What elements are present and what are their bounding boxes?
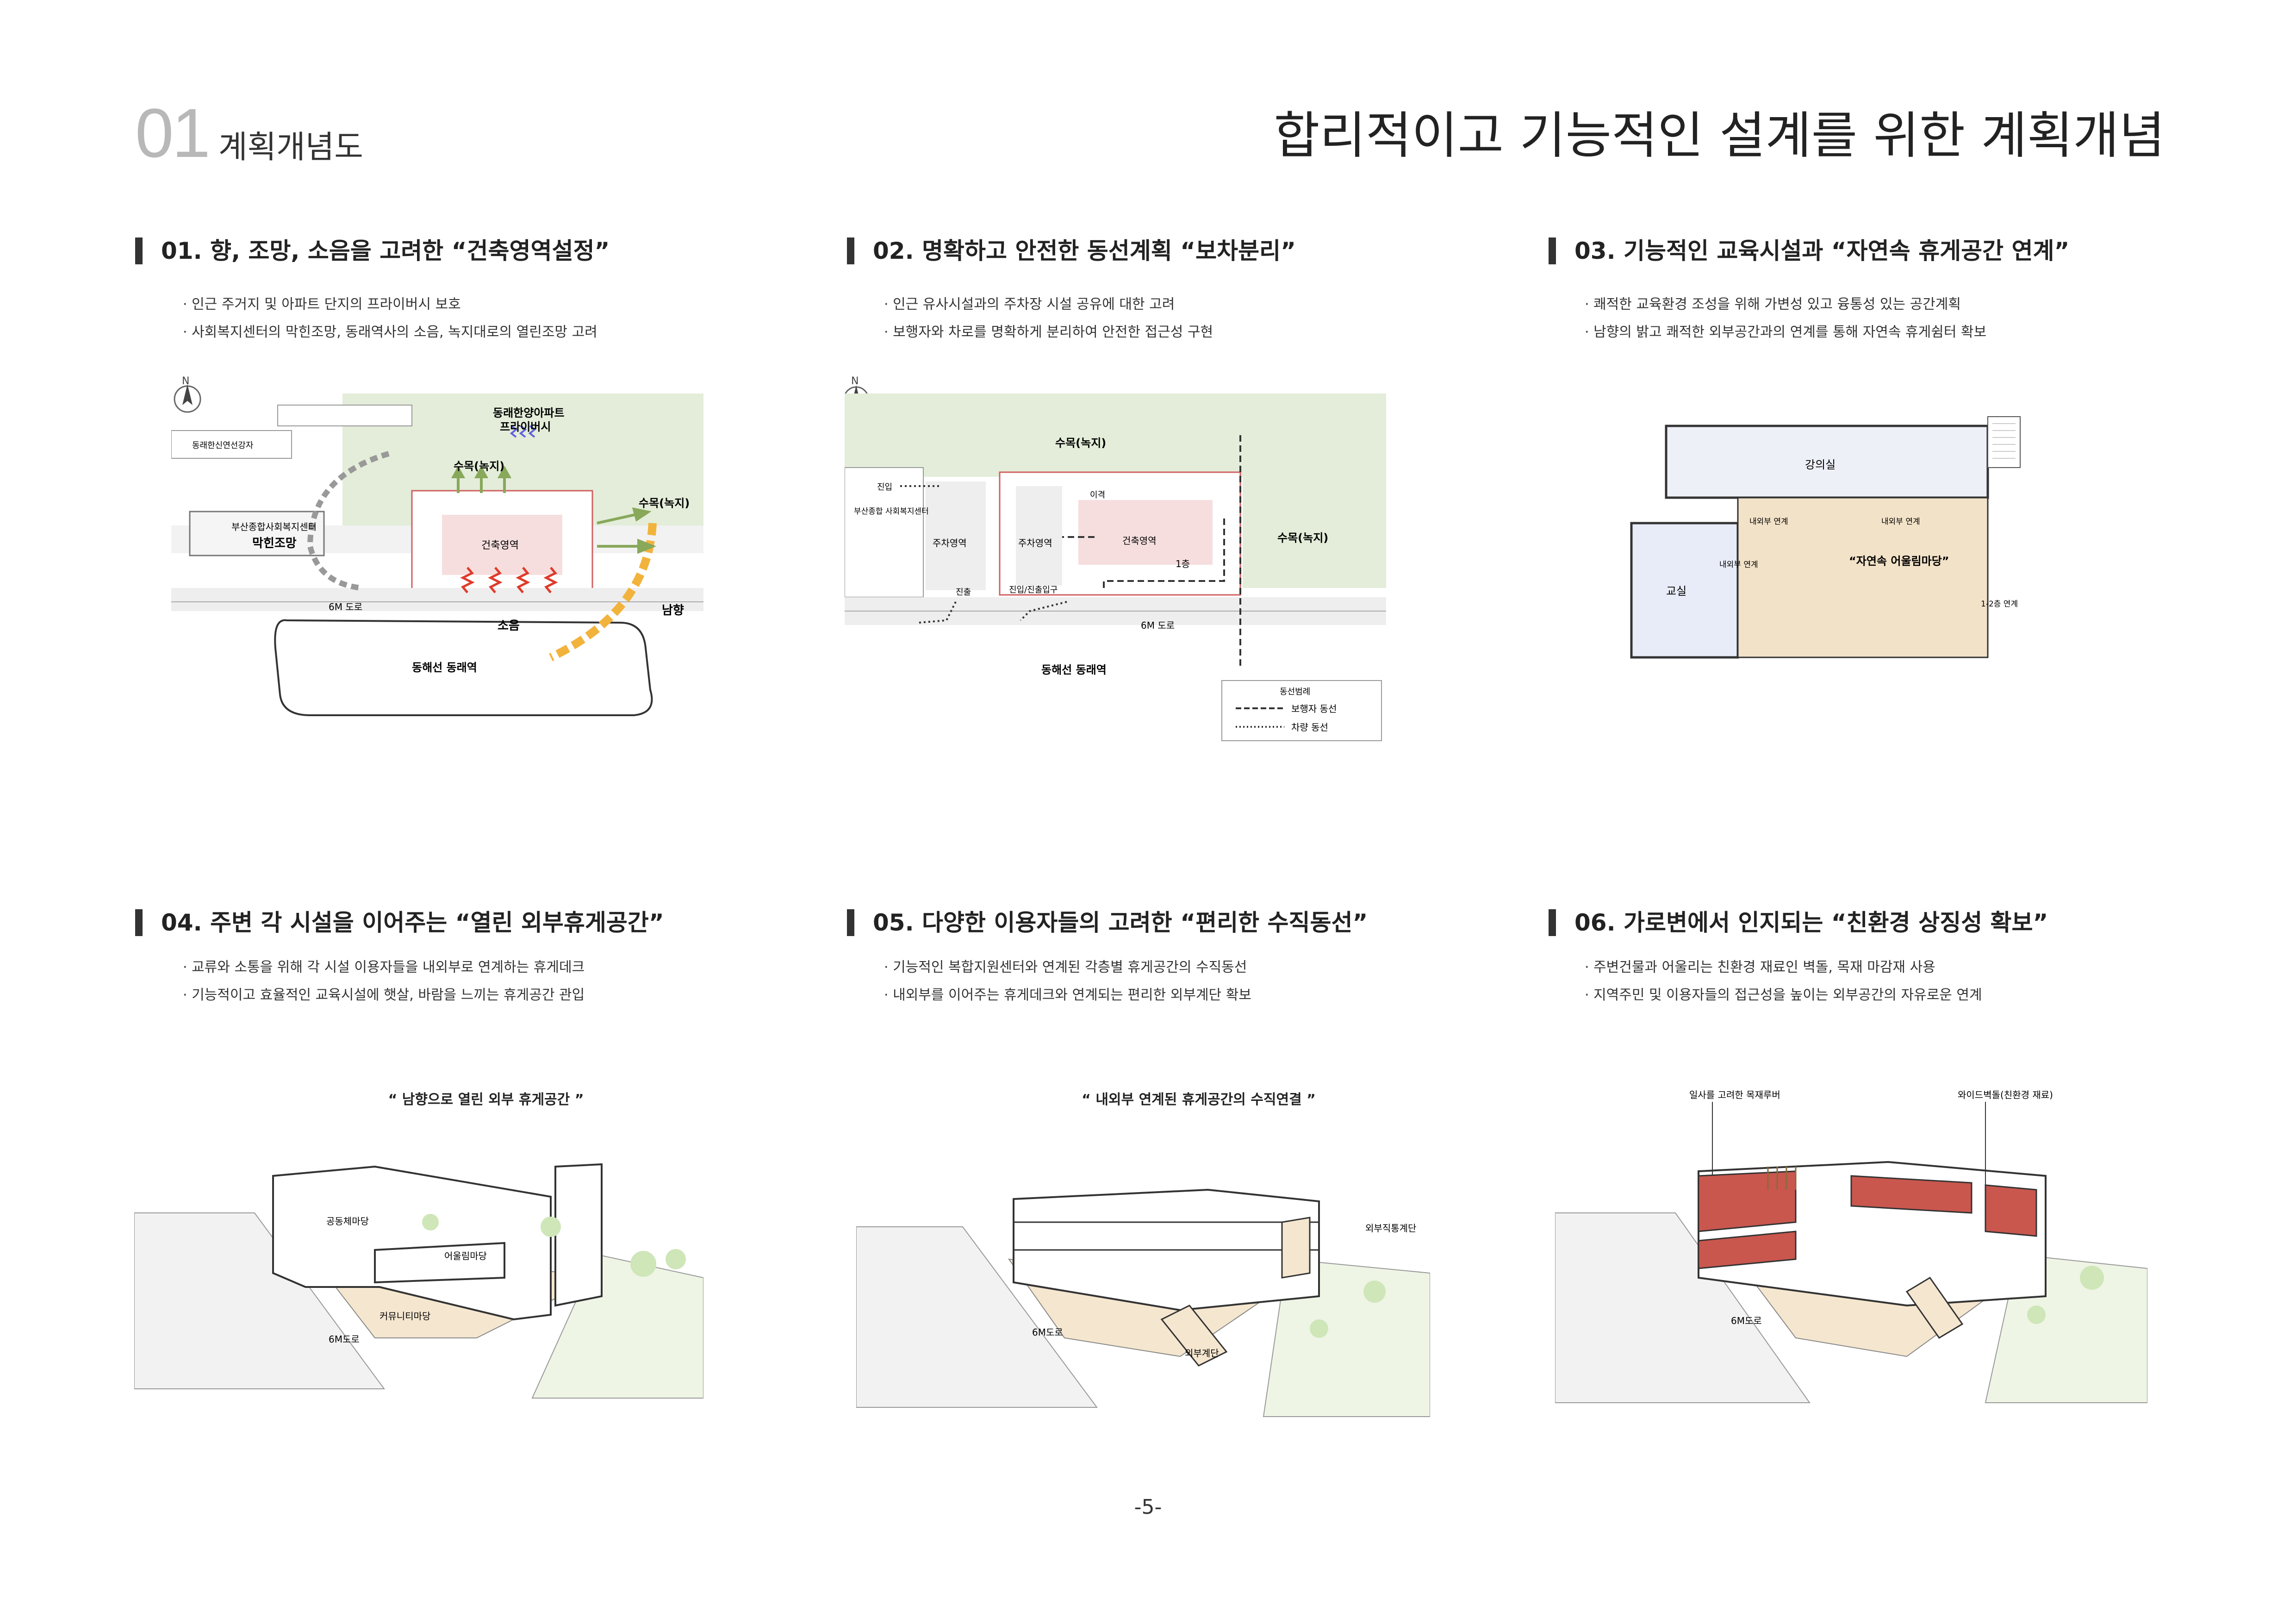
parking-1-label: 주차영역 <box>933 537 967 549</box>
zoning-diagram: N 동래한양아파트 프라이버시 동래한신연선강 <box>171 370 703 745</box>
road-label: 6M도로 <box>1731 1315 1762 1326</box>
green-right-label: 수목(녹지) <box>1277 531 1328 544</box>
circulation-diagram: N 동선범례 보행자 동선 차량 동선 수목(녹지) 수목(녹지) 진입 부산종… <box>845 370 1386 745</box>
green-right-label: 수목(녹지) <box>639 497 690 510</box>
bullet: 기능적이고 효율적인 교육시설에 햇살, 바람을 느끼는 휴게공간 관입 <box>183 981 585 1009</box>
building-zone-label: 건축영역 <box>1122 535 1157 546</box>
station-label: 동해선 동래역 <box>1041 663 1107 676</box>
eco-facade-axonometric: 일사를 고려한 목재루버 와이드벽돌(친환경 재료) 6M도로 <box>1555 1083 2147 1407</box>
bullet: 주변건물과 어울리는 친환경 재료인 벽돌, 목재 마감재 사용 <box>1585 954 1982 981</box>
floors-link-label: 1-2층 연계 <box>1981 600 2018 609</box>
road-label: 6M도로 <box>1032 1327 1063 1338</box>
section-5-title: 05. 다양한 이용자들의 고려한 “편리한 수직동선” <box>847 909 1368 936</box>
building-zone-label: 건축영역 <box>481 540 519 551</box>
bullet: 보행자와 차로를 명확하게 분리하여 안전한 접근성 구현 <box>884 319 1213 346</box>
road-label: 6M 도로 <box>329 601 362 612</box>
entry-label: 진입 <box>877 482 892 492</box>
welfare-label: 부산종합 사회복지센터 <box>854 507 929 516</box>
section-6-bullets: 주변건물과 어울리는 친환경 재료인 벽돌, 목재 마감재 사용 지역주민 및 … <box>1585 954 1982 1009</box>
parking-2-label: 주차영역 <box>1018 537 1052 549</box>
yard-label: “자연속 어울림마당” <box>1849 555 1949 568</box>
svg-text:N: N <box>851 375 859 387</box>
bullet: 기능적인 복합지원센터와 연계된 각층별 휴게공간의 수직동선 <box>884 954 1251 981</box>
south-label: 남향 <box>662 604 684 618</box>
vertical-circulation-axonometric: 외부직통계단 외부계단 6M도로 <box>856 1120 1430 1421</box>
vertical-stair-label: 외부직통계단 <box>1365 1223 1416 1234</box>
link-1-label: 내외부 연계 <box>1749 517 1788 526</box>
entrance-label: 진입/진출입구 <box>1009 585 1058 595</box>
floor-label: 1층 <box>1176 558 1190 569</box>
section-3-bullets: 쾌적한 교육환경 조성을 위해 가변성 있고 융통성 있는 공간계획 남향의 밝… <box>1585 291 1986 346</box>
section-2-title: 02. 명확하고 안전한 동선계획 “보차분리” <box>847 237 1296 264</box>
bullet: 남향의 밝고 쾌적한 외부공간과의 연계를 통해 자연속 휴게쉼터 확보 <box>1585 319 1986 346</box>
green-top-label: 수목(녹지) <box>1055 437 1106 450</box>
legend-vehicle: 차량 동선 <box>1291 722 1328 733</box>
bullet: 내외부를 이어주는 휴게데크와 연계되는 편리한 외부계단 확보 <box>884 981 1251 1009</box>
privacy-label: 프라이버시 <box>500 420 551 433</box>
church-label: 동래한신연선강자 <box>192 441 254 450</box>
floor-plan-diagram: 강의실 내외부 연계 내외부 연계 내외부 연계 교실 “자연속 어울림마당” … <box>1629 403 2036 662</box>
section-4-title: 04. 주변 각 시설을 이어주는 “열린 외부휴게공간” <box>135 909 664 936</box>
section-2-bullets: 인근 유사시설과의 주차장 시설 공유에 대한 고려 보행자와 차로를 명확하게… <box>884 291 1213 346</box>
commons-yard-label: 커뮤니티마당 <box>380 1311 430 1322</box>
classroom-label: 교실 <box>1666 585 1686 598</box>
bullet: 인근 주거지 및 아파트 단지의 프라이버시 보호 <box>183 291 597 319</box>
bullet: 지역주민 및 이용자들의 접근성을 높이는 외부공간의 자유로운 연계 <box>1585 981 1982 1009</box>
legend-pedestrian: 보행자 동선 <box>1291 703 1337 714</box>
brick-label: 와이드벽돌(친환경 재료) <box>1958 1089 2053 1100</box>
link-3-label: 내외부 연계 <box>1719 560 1758 569</box>
green-top-label: 수목(녹지) <box>454 460 504 473</box>
section-4-bullets: 교류와 소통을 위해 각 시설 이용자들을 내외부로 연계하는 휴게데크 기능적… <box>183 954 585 1009</box>
page-title: 합리적이고 기능적인 설계를 위한 계획개념 <box>1274 107 2165 165</box>
noise-label: 소음 <box>498 619 520 633</box>
bullet: 교류와 소통을 위해 각 시설 이용자들을 내외부로 연계하는 휴게데크 <box>183 954 585 981</box>
bullet: 사회복지센터의 막힌조망, 동래역사의 소음, 녹지대로의 열린조망 고려 <box>183 319 597 346</box>
gathering-yard-label: 어울림마당 <box>444 1250 487 1262</box>
road-label: 6M도로 <box>329 1334 360 1345</box>
link-2-label: 내외부 연계 <box>1881 517 1920 526</box>
section-1-title: 01. 향, 조망, 소음을 고려한 “건축영역설정” <box>135 237 610 264</box>
page-number: -5- <box>1134 1495 1162 1519</box>
section-number: 01 <box>135 94 211 172</box>
road-label: 6M 도로 <box>1141 620 1175 631</box>
bullet: 쾌적한 교육환경 조성을 위해 가변성 있고 융통성 있는 공간계획 <box>1585 291 1986 319</box>
apt-label: 동래한양아파트 <box>493 406 565 419</box>
north-icon: N <box>174 375 201 413</box>
section-1-bullets: 인근 주거지 및 아파트 단지의 프라이버시 보호 사회복지센터의 막힌조망, … <box>183 291 597 346</box>
exterior-stair-label: 외부계단 <box>1185 1348 1219 1359</box>
svg-text:N: N <box>182 375 189 387</box>
section-subtitle: 계획개념도 <box>218 129 363 166</box>
section-3-title: 03. 기능적인 교육시설과 “자연속 휴게공간 연계” <box>1549 237 2069 264</box>
section-5-bullets: 기능적인 복합지원센터와 연계된 각층별 휴게공간의 수직동선 내외부를 이어주… <box>884 954 1251 1009</box>
exit-label: 진출 <box>956 587 971 597</box>
welfare-label: 부산종합사회복지센터 <box>231 521 317 532</box>
setback-label: 이격 <box>1090 490 1105 500</box>
blocked-view-label: 막힌조망 <box>252 537 297 550</box>
community-yard-label: 공동체마당 <box>326 1216 369 1227</box>
louver-label: 일사를 고려한 목재루버 <box>1689 1089 1780 1100</box>
legend-title: 동선범례 <box>1280 687 1310 697</box>
bullet: 인근 유사시설과의 주차장 시설 공유에 대한 고려 <box>884 291 1213 319</box>
station-label: 동해선 동래역 <box>412 661 477 674</box>
section-5-caption: “ 내외부 연계된 휴게공간의 수직연결 ” <box>1082 1092 1316 1108</box>
open-space-axonometric: 공동체마당 어울림마당 커뮤니티마당 6M도로 <box>134 1120 703 1407</box>
section-4-caption: “ 남향으로 열린 외부 휴게공간 ” <box>388 1092 584 1108</box>
section-6-title: 06. 가로변에서 인지되는 “친환경 상징성 확보” <box>1549 909 2048 936</box>
lecture-room-label: 강의실 <box>1805 458 1836 471</box>
